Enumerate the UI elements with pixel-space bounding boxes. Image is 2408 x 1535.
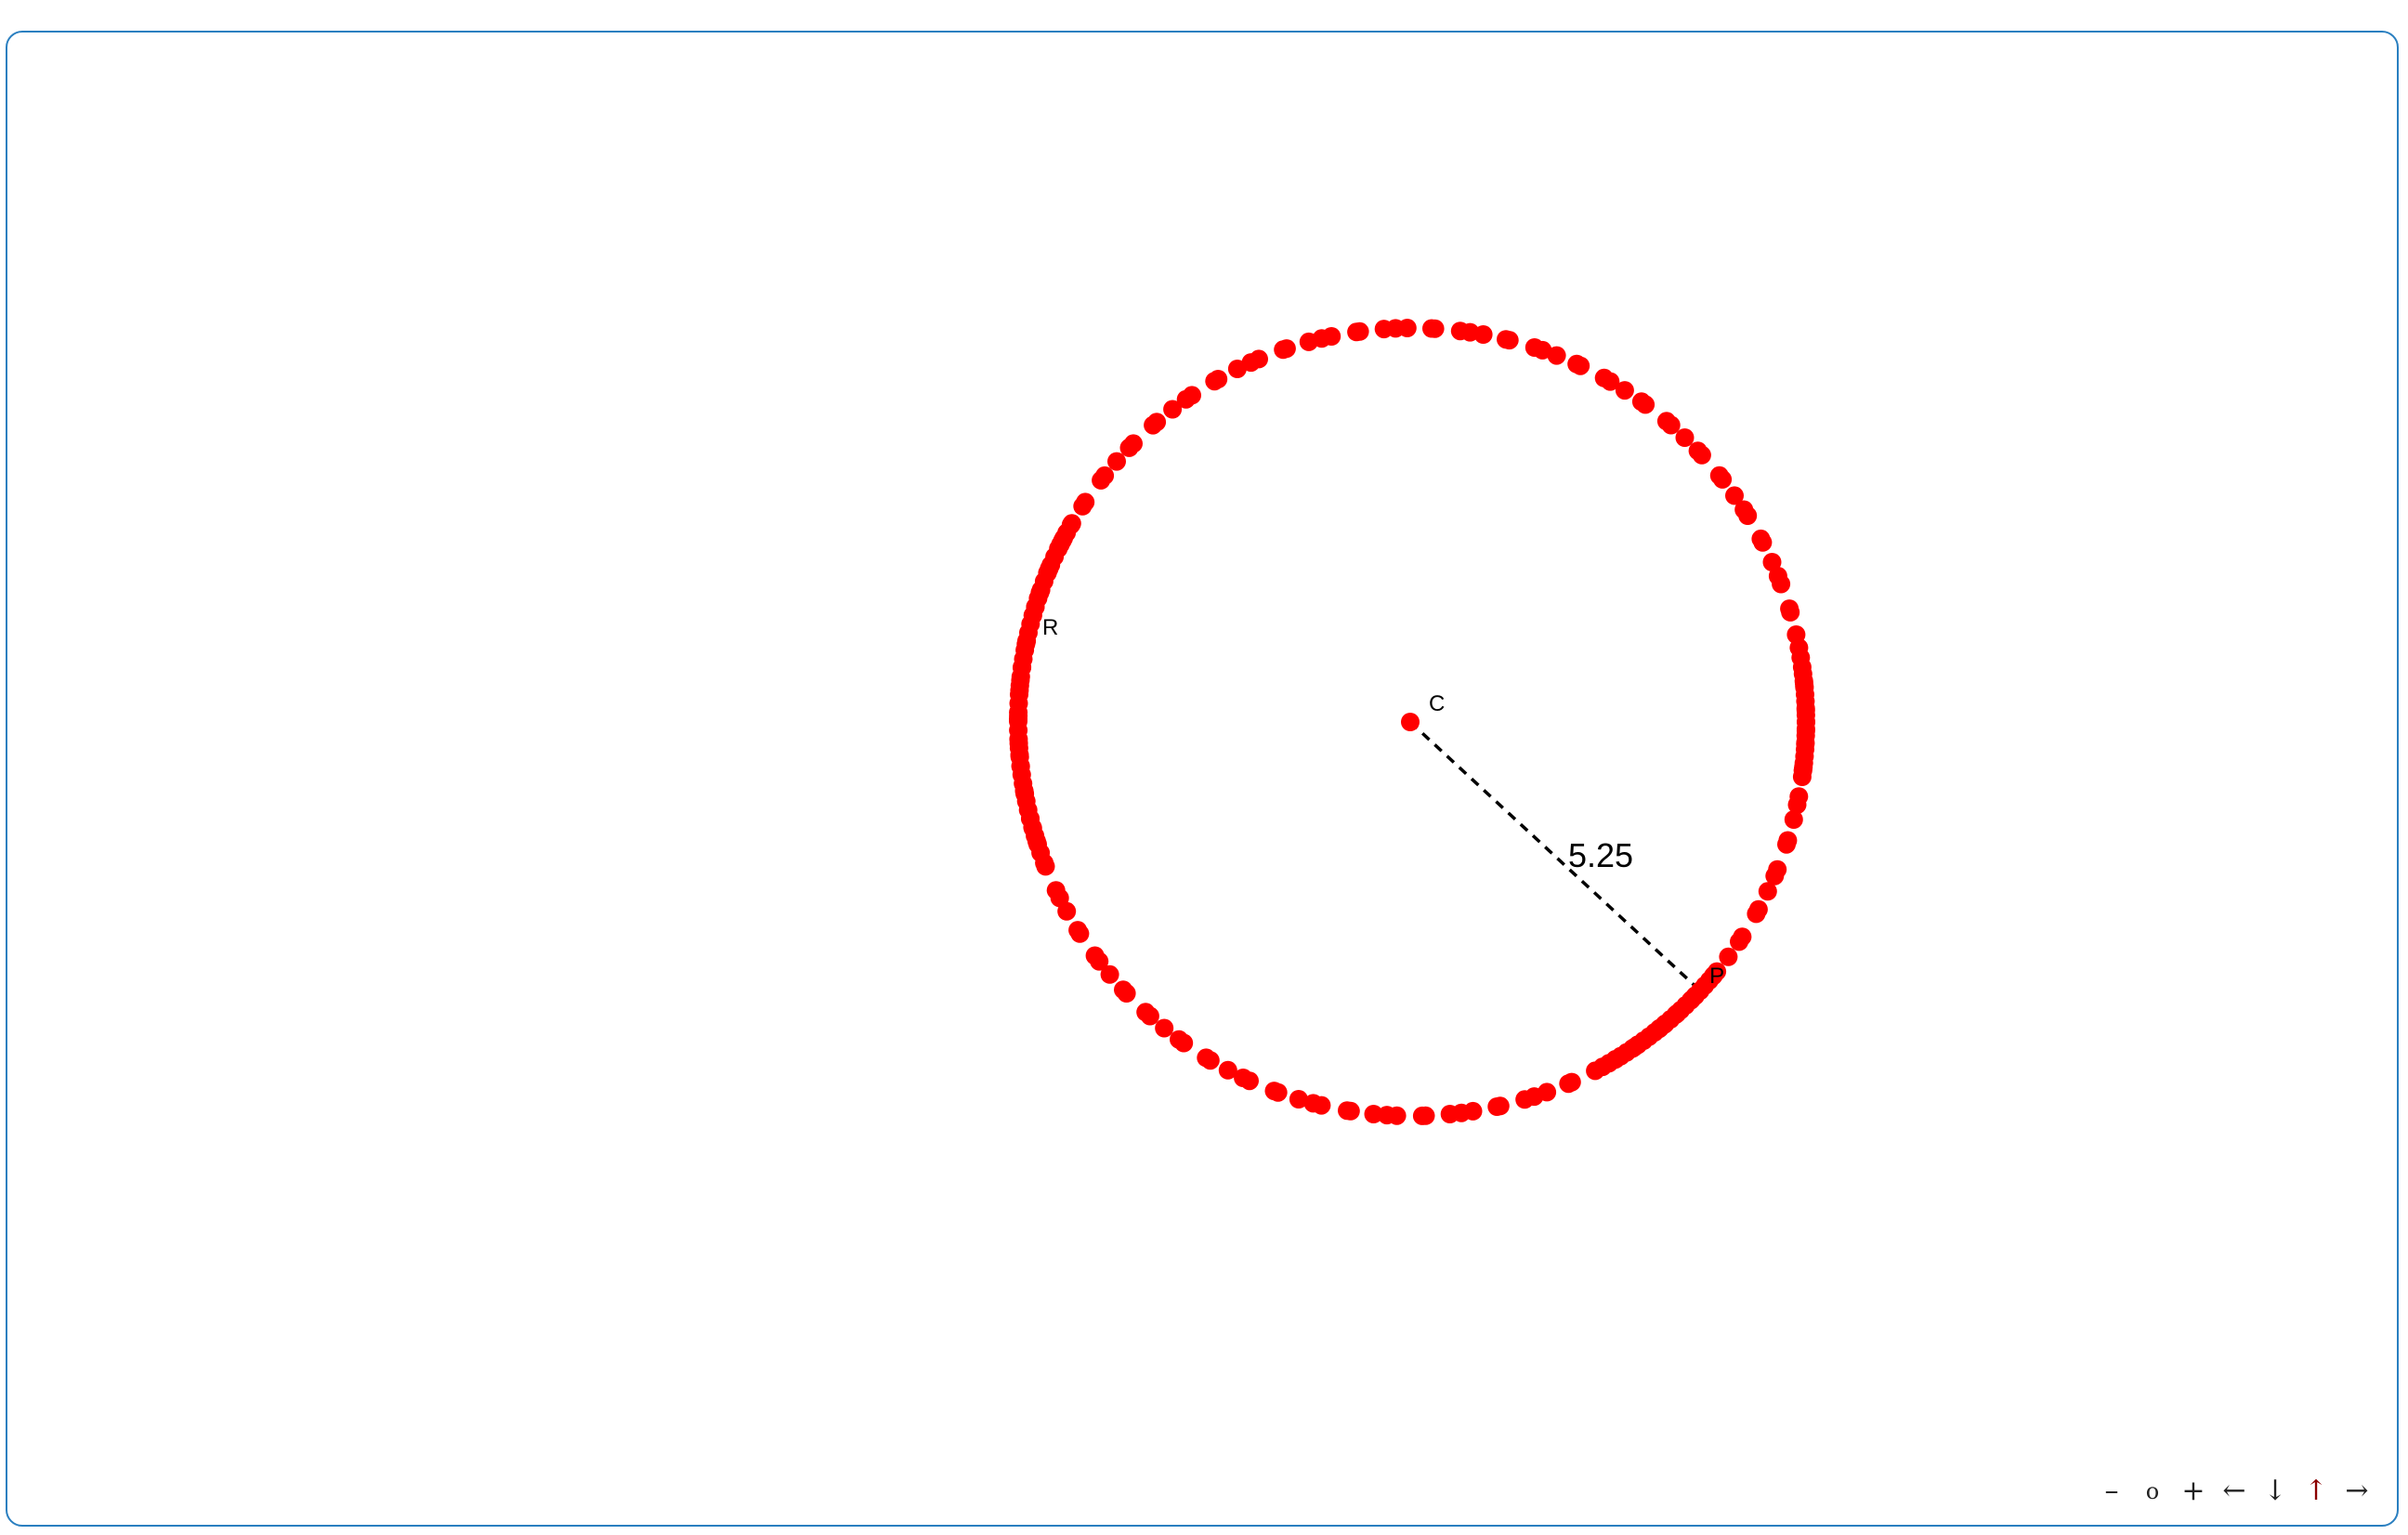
trace-point: [1751, 529, 1771, 548]
construction-canvas[interactable]: C R P 5.25: [7, 33, 2399, 1527]
trace-point: [1274, 340, 1293, 360]
label-p: P: [1709, 964, 1724, 989]
pan-up-button[interactable]: ↑: [2304, 1475, 2328, 1507]
trace-point: [1031, 843, 1051, 862]
pan-down-button[interactable]: ↓: [2263, 1475, 2287, 1507]
trace-point: [1174, 1033, 1194, 1053]
trace-point: [1792, 658, 1812, 676]
zoom-out-button[interactable]: –: [2104, 1475, 2119, 1507]
trace-point: [1709, 466, 1729, 485]
trace-point: [1463, 1101, 1483, 1121]
trace-point: [1688, 441, 1708, 461]
trace-point: [1789, 787, 1809, 807]
geometry-board[interactable]: C R P 5.25 – o + ← ↓ ↑ →: [6, 31, 2399, 1527]
trace-point: [1547, 346, 1566, 365]
trace-point: [1205, 372, 1224, 391]
trace-point: [1218, 1060, 1237, 1080]
trace-point: [1387, 1106, 1407, 1125]
trace-point: [1163, 400, 1183, 419]
trace-point: [1374, 320, 1394, 339]
distance-label: 5.25: [1568, 836, 1633, 874]
trace-point: [1268, 1082, 1288, 1102]
trace-point: [1144, 415, 1163, 435]
trace-point: [1155, 1018, 1174, 1038]
locus-trace: [1009, 319, 1815, 1125]
trace-point: [1416, 1106, 1435, 1125]
trace-point: [1364, 1105, 1383, 1123]
trace-point: [1675, 428, 1695, 447]
trace-point: [1656, 412, 1676, 431]
trace-point: [1719, 947, 1738, 966]
label-r: R: [1042, 615, 1058, 640]
trace-point: [1784, 810, 1803, 829]
trace-point: [1594, 368, 1614, 387]
trace-point: [1725, 486, 1744, 505]
trace-point: [1200, 1051, 1220, 1070]
trace-point: [1227, 360, 1247, 378]
trace-point: [1176, 389, 1196, 409]
point-p[interactable]: [1691, 981, 1710, 1001]
trace-point: [1538, 1082, 1557, 1102]
trace-point: [1525, 338, 1544, 357]
trace-point: [1704, 965, 1723, 985]
trace-point: [1347, 322, 1367, 342]
trace-point: [1092, 470, 1111, 490]
trace-point: [1786, 625, 1806, 644]
navigation-bar: – o + ← ↓ ↑ →: [2096, 1473, 2373, 1510]
pan-right-button[interactable]: →: [2345, 1475, 2369, 1507]
trace-point: [1070, 924, 1090, 943]
trace-point: [1450, 321, 1470, 341]
trace-point: [1615, 381, 1634, 400]
trace-point: [1497, 330, 1515, 349]
trace-point: [1758, 882, 1777, 901]
distance-segment: [1408, 720, 1702, 992]
trace-point: [1562, 1072, 1581, 1092]
trace-point: [1734, 500, 1754, 519]
trace-point: [1631, 392, 1651, 412]
trace-point: [1768, 859, 1787, 879]
point-c[interactable]: [1401, 713, 1420, 731]
trace-point: [1117, 984, 1136, 1003]
label-c: C: [1429, 691, 1445, 716]
trace-point: [1778, 831, 1798, 850]
trace-point: [1107, 452, 1126, 471]
trace-point: [1119, 438, 1139, 457]
trace-point: [1312, 1095, 1331, 1115]
trace-point: [1057, 901, 1077, 921]
trace-point: [1567, 354, 1587, 374]
trace-point: [1289, 1090, 1308, 1109]
pan-left-button[interactable]: ←: [2222, 1475, 2246, 1507]
trace-point: [1090, 951, 1109, 971]
trace-point: [1341, 1101, 1360, 1121]
trace-point: [1768, 567, 1787, 585]
trace-point: [1299, 332, 1318, 351]
zoom-reset-button[interactable]: o: [2145, 1478, 2160, 1504]
trace-point: [1490, 1096, 1510, 1116]
trace-point: [1422, 319, 1441, 338]
trace-point: [1100, 964, 1119, 984]
trace-point: [1748, 899, 1768, 919]
trace-point: [1780, 599, 1799, 619]
trace-point: [1240, 1071, 1259, 1091]
trace-point: [1762, 553, 1782, 571]
trace-point: [1733, 927, 1752, 947]
zoom-in-button[interactable]: +: [2181, 1475, 2205, 1507]
trace-point: [1140, 1006, 1159, 1026]
trace-point: [1073, 496, 1093, 516]
